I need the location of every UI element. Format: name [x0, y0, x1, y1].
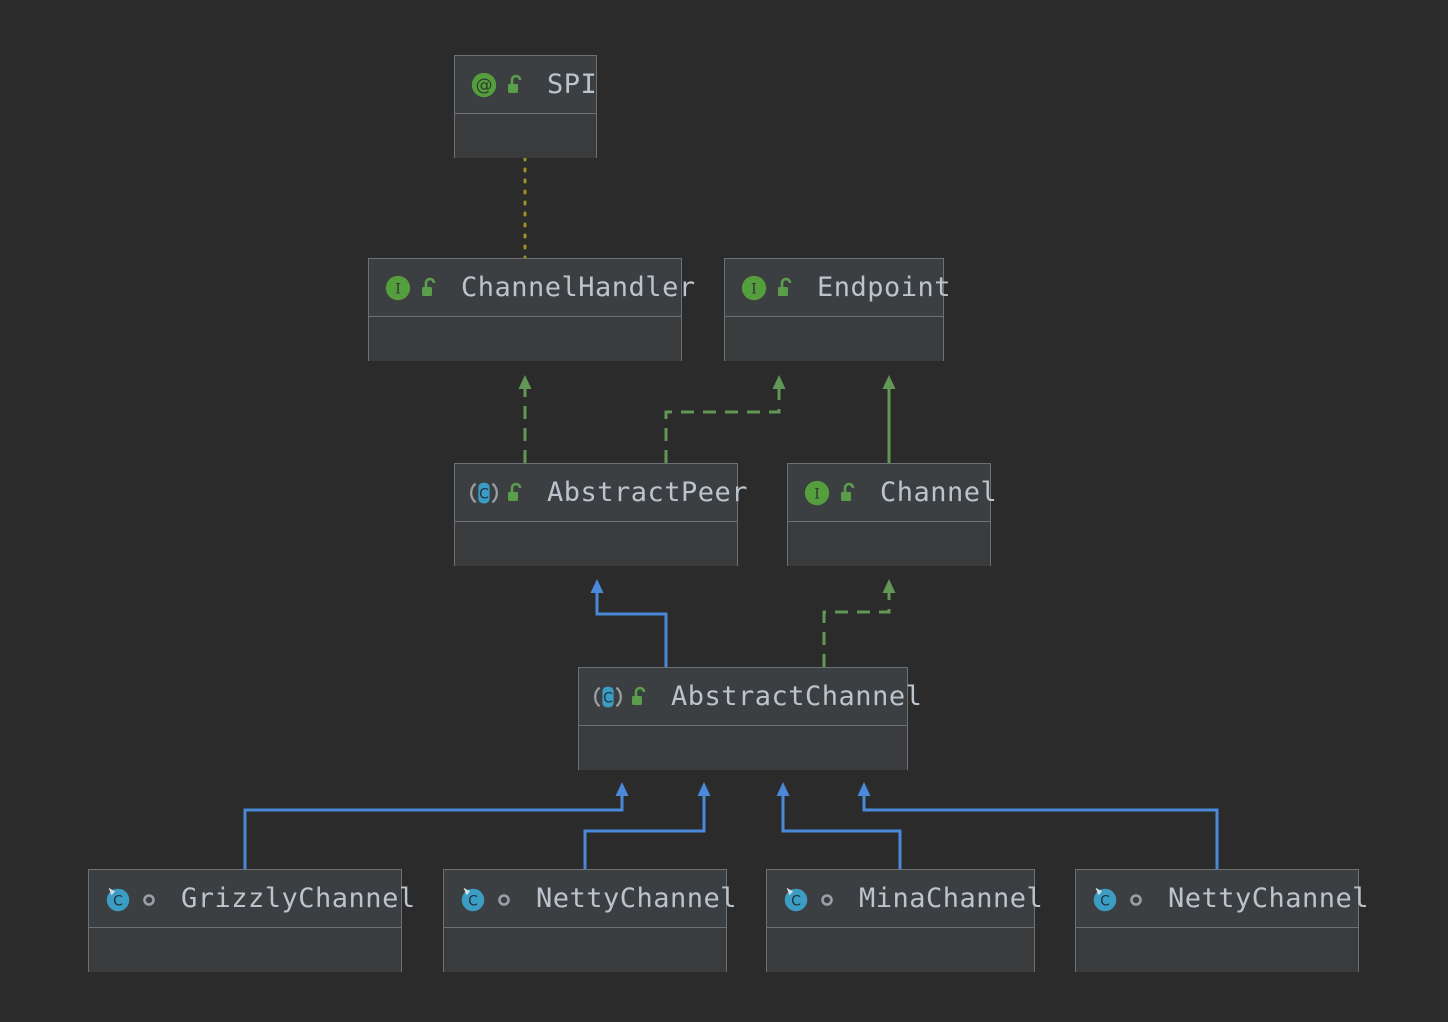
node-grizzly-channel[interactable]: C GrizzlyChannel	[88, 869, 415, 972]
edge-nettychannel1-extends-abstractchannel	[583, 782, 711, 869]
node-members-compartment	[767, 928, 1034, 972]
svg-text:@: @	[476, 74, 493, 94]
node-header: C GrizzlyChannel	[89, 870, 415, 928]
node-netty-channel-1[interactable]: C NettyChannel	[443, 869, 737, 972]
node-title: MinaChannel	[859, 883, 1044, 914]
edge-abstractchannel-implements-channel	[822, 579, 896, 667]
node-members-compartment	[369, 317, 681, 361]
node-header: @ SPI	[455, 56, 598, 114]
package-private-icon	[1130, 893, 1142, 906]
node-members-compartment	[455, 522, 737, 566]
node-members-compartment	[579, 726, 907, 770]
edge-abstractpeer-implements-endpoint	[664, 375, 786, 463]
node-members-compartment	[444, 928, 726, 972]
node-title: Channel	[880, 477, 998, 508]
lock-open-icon	[778, 277, 792, 296]
node-header: C AbstractChannel	[579, 668, 922, 726]
node-title: SPI	[547, 69, 598, 100]
interface-i-icon: I	[385, 275, 411, 300]
class-c-icon: C	[784, 887, 808, 911]
node-header: I Endpoint	[725, 259, 951, 317]
node-header: C MinaChannel	[767, 870, 1043, 928]
svg-text:I: I	[814, 486, 820, 502]
interface-i-icon: I	[804, 480, 830, 505]
node-members-compartment	[455, 114, 596, 158]
node-members-compartment	[89, 928, 401, 972]
lock-open-icon	[422, 277, 436, 296]
node-title: AbstractChannel	[671, 681, 923, 712]
node-spi[interactable]: @ SPI	[454, 55, 597, 158]
class-c-icon: C	[106, 887, 130, 911]
annotation-at-icon: @	[471, 72, 497, 97]
lock-open-icon	[841, 482, 855, 501]
node-channel-handler[interactable]: I ChannelHandler	[368, 258, 695, 361]
node-netty-channel-2[interactable]: C NettyChannel	[1075, 869, 1369, 972]
node-title: AbstractPeer	[547, 477, 749, 508]
svg-text:C: C	[1100, 893, 1110, 909]
edge-abstractchannel-extends-abstractpeer	[590, 579, 668, 667]
node-members-compartment	[788, 522, 990, 566]
edge-minachannel-extends-abstractchannel	[776, 782, 902, 869]
node-abstract-peer[interactable]: C AbstractPeer	[454, 463, 748, 566]
node-header: C NettyChannel	[1076, 870, 1369, 928]
svg-text:C: C	[468, 893, 478, 909]
node-members-compartment	[725, 317, 943, 361]
edge-grizzlychannel-extends-abstractchannel	[243, 782, 629, 869]
abstract-class-c-icon: C	[470, 482, 498, 503]
node-channel[interactable]: I Channel	[787, 463, 997, 566]
svg-text:I: I	[395, 281, 401, 297]
lock-open-icon	[632, 686, 646, 705]
lock-open-icon	[508, 482, 522, 501]
node-mina-channel[interactable]: C MinaChannel	[766, 869, 1043, 972]
svg-text:C: C	[113, 893, 123, 909]
interface-i-icon: I	[741, 275, 767, 300]
node-abstract-channel[interactable]: C AbstractChannel	[578, 667, 922, 770]
node-title: NettyChannel	[536, 883, 738, 914]
package-private-icon	[498, 893, 510, 906]
lock-open-icon	[508, 74, 522, 93]
class-c-icon: C	[461, 887, 485, 911]
node-title: GrizzlyChannel	[181, 883, 416, 914]
svg-text:C: C	[603, 690, 613, 706]
svg-text:C: C	[479, 486, 489, 502]
svg-text:I: I	[751, 281, 757, 297]
node-header: I Channel	[788, 464, 997, 522]
svg-text:C: C	[791, 893, 801, 909]
node-title: ChannelHandler	[461, 272, 696, 303]
edge-nettychannel2-extends-abstractchannel	[857, 782, 1219, 869]
node-header: I ChannelHandler	[369, 259, 695, 317]
package-private-icon	[821, 893, 833, 906]
class-c-icon: C	[1093, 887, 1117, 911]
package-private-icon	[143, 893, 155, 906]
node-title: NettyChannel	[1168, 883, 1370, 914]
node-members-compartment	[1076, 928, 1358, 972]
node-title: Endpoint	[817, 272, 952, 303]
abstract-class-c-icon: C	[594, 686, 622, 707]
node-header: C NettyChannel	[444, 870, 737, 928]
node-endpoint[interactable]: I Endpoint	[724, 258, 951, 361]
node-header: C AbstractPeer	[455, 464, 748, 522]
